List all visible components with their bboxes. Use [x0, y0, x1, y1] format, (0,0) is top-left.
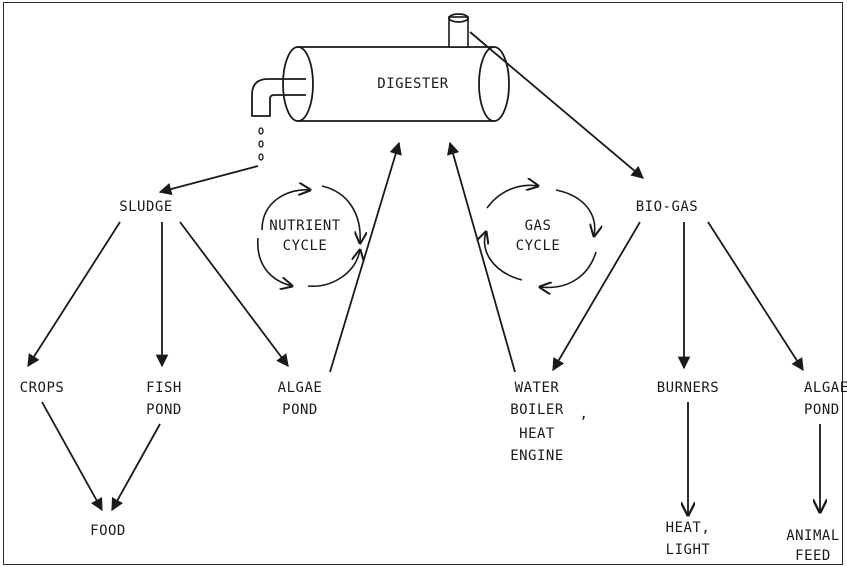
- animal-feed-label-line2: FEED: [795, 548, 831, 564]
- animal-feed-label-line1: ANIMAL: [786, 528, 840, 544]
- heat-light-label-line1: HEAT,: [666, 520, 711, 536]
- crops-label: CROPS: [20, 380, 65, 396]
- nutrient-cycle-label-line2: CYCLE: [283, 238, 328, 254]
- arrow-water-boiler-to-digester: [447, 141, 516, 373]
- heat-engine-label-line2: ENGINE: [510, 448, 564, 464]
- gas-cycle-arrows: [485, 185, 597, 287]
- arrow-digester-to-biogas: [469, 31, 644, 179]
- burners-label: BURNERS: [657, 380, 720, 396]
- water-boiler-label-line1: WATER: [515, 380, 560, 396]
- biogas-label: BIO-GAS: [636, 199, 699, 215]
- algae-pond-left-label-line2: POND: [282, 402, 318, 418]
- algae-pond-right-label-line2: POND: [804, 402, 840, 418]
- arrow-algae-pond-to-digester: [329, 141, 402, 373]
- water-boiler-label-line2: BOILER: [510, 402, 564, 418]
- arrow-sludge-to-algae-pond: [179, 221, 289, 368]
- nutrient-cycle-arrows: [257, 186, 360, 286]
- arrow-fish-pond-to-food: [111, 423, 161, 512]
- nutrient-cycle-label-line1: NUTRIENT: [269, 218, 341, 234]
- digester-label: DIGESTER: [377, 76, 449, 92]
- digester-tank: [251, 13, 510, 161]
- arrow-biogas-to-algae-pond: [707, 221, 804, 372]
- heat-light-label-line2: LIGHT: [666, 542, 711, 558]
- arrow-biogas-to-water-boiler: [552, 221, 641, 372]
- algae-pond-right-label-line1: ALGAE: [804, 380, 847, 396]
- gas-cycle-label-line2: CYCLE: [516, 238, 561, 254]
- fish-pond-label-line1: FISH: [146, 380, 182, 396]
- gas-cycle-label-line1: GAS: [525, 218, 552, 234]
- heat-engine-label-line1: HEAT: [519, 426, 555, 442]
- fish-pond-label-line2: POND: [146, 402, 182, 418]
- algae-pond-left-label-line1: ALGAE: [278, 380, 323, 396]
- arrow-sludge-to-crops: [27, 221, 121, 368]
- arrow-digester-to-sludge: [158, 165, 259, 196]
- sludge-label: SLUDGE: [119, 199, 173, 215]
- water-boiler-comma: ,: [580, 406, 589, 422]
- food-label: FOOD: [90, 523, 126, 539]
- arrow-crops-to-food: [41, 401, 103, 512]
